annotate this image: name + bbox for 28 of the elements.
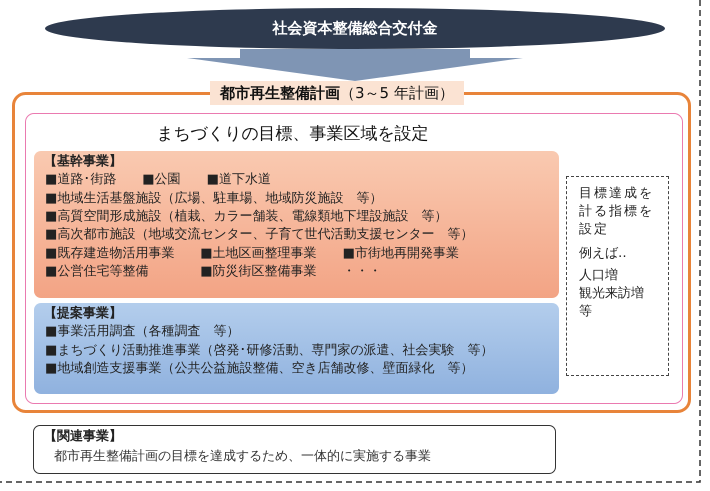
ellipse-label: 社会資本整備総合交付金 <box>271 19 438 37</box>
related-projects-box <box>33 425 556 474</box>
example-text: 等 <box>579 303 592 321</box>
example-text: 例えば‥ <box>579 245 627 263</box>
core-projects-box <box>34 151 559 298</box>
project-item: ■高次都市施設（地域交流センター、子育て世代活動支援センター 等） <box>45 227 474 243</box>
project-item: ■事業活用調査（各種調査 等） <box>45 324 240 340</box>
indicator-box <box>566 176 669 376</box>
section-heading: 【基幹事業】 <box>44 154 122 170</box>
plan-frame <box>12 81 691 413</box>
target-box <box>25 113 683 404</box>
project-item: ■地域生活基盤施設（広場、駐車場、地域防災施設 等） <box>45 190 382 206</box>
section-heading: 【提案事業】 <box>44 306 122 322</box>
project-item: ■まちづくり活動推進事業（啓発･研修活動、専門家の派遣、社会実験 等） <box>45 342 494 358</box>
target-heading: まちづくりの目標、事業区域を設定 <box>156 124 430 144</box>
example-text: 人口増 <box>579 267 618 285</box>
example-text: 観光来訪増 <box>579 285 644 303</box>
plan-heading: 都市再生整備計画（3～5 年計画） <box>210 81 464 105</box>
project-item: ■道路･街路 ■公園 ■道下水道 <box>45 172 271 188</box>
project-item: ■地域創造支援事業（公共公益施設整備、空き店舗改修、壁面緑化 等） <box>45 360 474 376</box>
project-item: ■公営住宅等整備 ■防災街区整備事業 ・・・ <box>45 264 382 280</box>
project-item: ■高質空間形成施設（植栽、カラー舗装、電線類地下埋設施設 等） <box>45 208 448 224</box>
proposal-projects-box <box>34 303 559 394</box>
section-heading: 【関連事業】 <box>44 429 122 445</box>
indicator-text: 目標達成を計る指標を設定 <box>579 185 655 239</box>
description-text: 都市再生整備計画の目標を達成するため、一体的に実施する事業 <box>54 449 431 465</box>
project-item: ■既存建造物活用事業 ■土地区画整理事業 ■市街地再開発事業 <box>45 246 459 262</box>
block-arrow <box>187 49 523 81</box>
